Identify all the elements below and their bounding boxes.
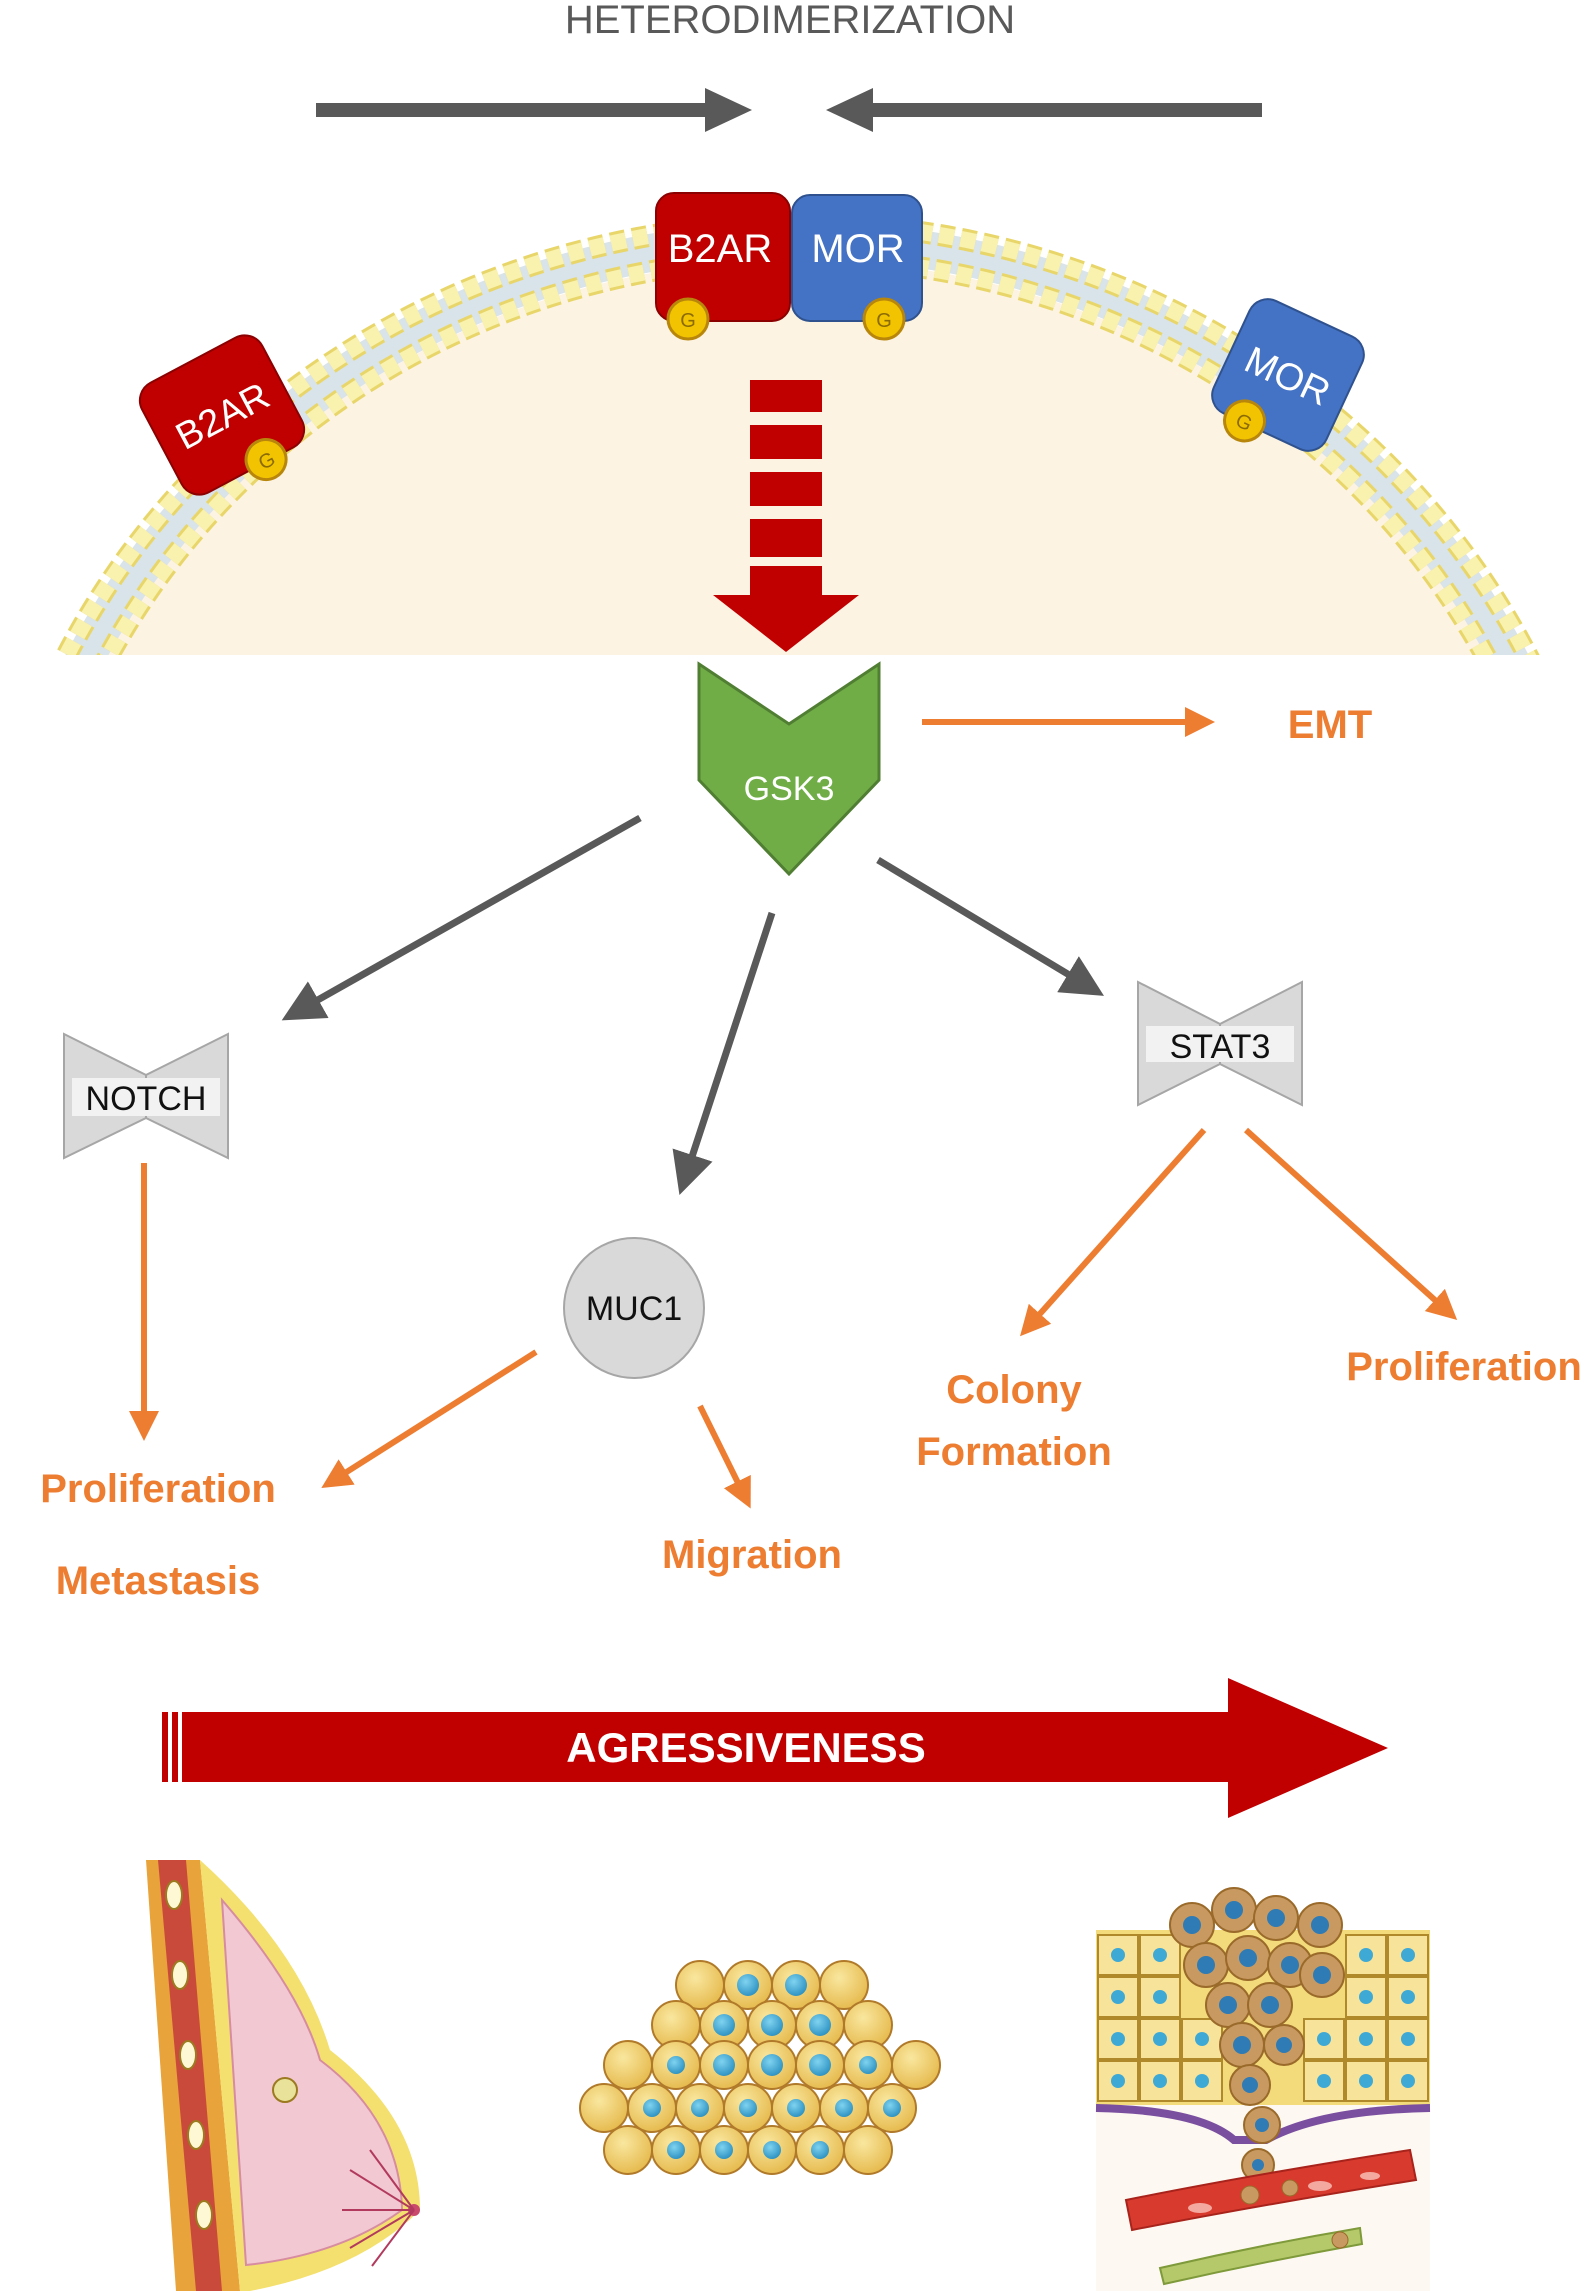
- metastasis-label: Metastasis: [56, 1559, 261, 1603]
- b2ar-center-label: B2AR: [668, 227, 773, 271]
- mor-center-label: MOR: [811, 227, 904, 271]
- mor-receptor-right: MOR G: [1211, 298, 1365, 452]
- stat3-label: STAT3: [1170, 1028, 1271, 1066]
- proliferation-right-label: Proliferation: [1346, 1345, 1582, 1389]
- arrow-stat3-proliferation: [1243, 1127, 1458, 1321]
- gsk3-label: GSK3: [744, 770, 835, 808]
- arrow-muc1-proliferation: [321, 1349, 538, 1489]
- svg-text:G: G: [680, 310, 696, 332]
- muc1-label: MUC1: [586, 1290, 682, 1328]
- colony-label: Colony: [946, 1368, 1082, 1412]
- tumor-cell-cluster: [579, 1960, 941, 2175]
- invasive-tumor-illustration: [1095, 1887, 1431, 2291]
- notch-node: NOTCH: [63, 1032, 229, 1160]
- b2ar-mor-heterodimer: B2AR MOR G G: [655, 192, 923, 341]
- g-protein-icon: G: [1223, 399, 1267, 443]
- signaling-arrow: [713, 380, 859, 652]
- arrow-gsk3-stat3: [876, 857, 1104, 996]
- g-protein-icon: G: [244, 438, 288, 482]
- breast-tissue-illustration: [146, 1860, 420, 2291]
- arrow-gsk3-muc1: [672, 911, 776, 1195]
- arrow-muc1-migration: [697, 1404, 751, 1509]
- converging-arrows: [316, 88, 1262, 132]
- b2ar-receptor-left: B2AR G: [138, 334, 306, 496]
- emt-label: EMT: [1288, 703, 1372, 747]
- arrow-gsk3-notch: [281, 814, 642, 1021]
- formation-label: Formation: [916, 1430, 1112, 1474]
- stat3-node: STAT3: [1137, 980, 1303, 1107]
- migration-label: Migration: [662, 1533, 842, 1577]
- proliferation-left-label: Proliferation: [40, 1467, 276, 1511]
- gsk3-node: GSK3: [697, 661, 881, 877]
- aggressiveness-arrow: AGRESSIVENESS: [162, 1678, 1388, 1818]
- notch-label: NOTCH: [86, 1080, 207, 1118]
- aggressiveness-label: AGRESSIVENESS: [566, 1724, 925, 1771]
- g-protein-icon: G: [666, 297, 710, 341]
- heterodimerization-title: HETERODIMERIZATION: [565, 0, 1015, 42]
- g-protein-icon: G: [862, 297, 906, 341]
- muc1-node: MUC1: [563, 1237, 705, 1379]
- svg-text:G: G: [876, 310, 892, 332]
- arrow-stat3-colony: [1020, 1128, 1207, 1337]
